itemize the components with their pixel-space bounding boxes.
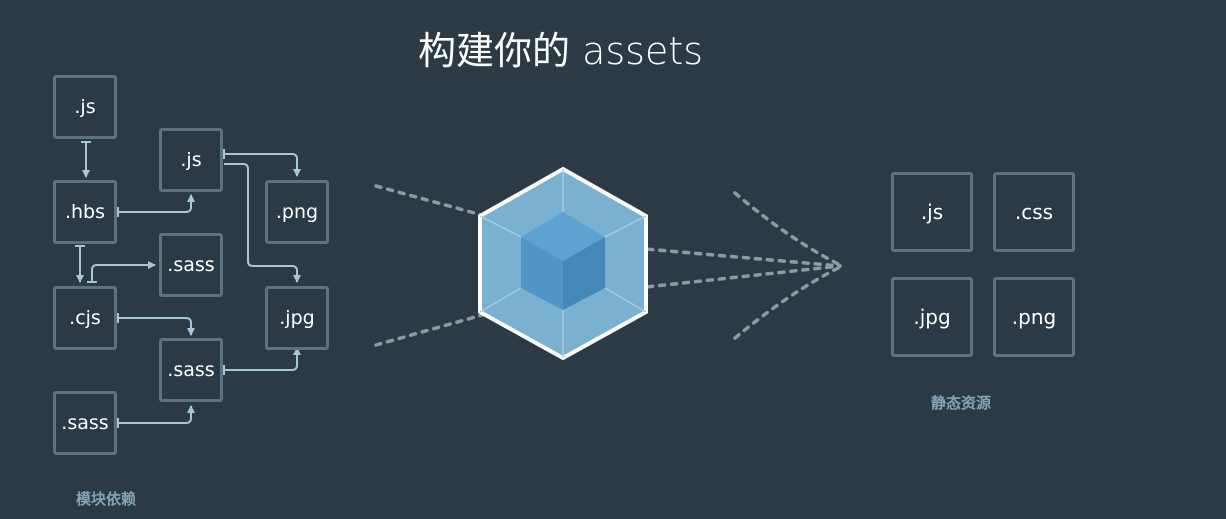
connector-hbs-to-js	[118, 194, 195, 213]
connector-js-to-png	[224, 153, 301, 177]
module-label: .jpg	[279, 307, 315, 329]
dependency-connectors	[75, 141, 301, 428]
asset-jpg: .jpg	[891, 277, 973, 357]
asset-label: .jpg	[913, 305, 951, 329]
module-jpg: .jpg	[265, 286, 329, 350]
module-label: .sass	[61, 412, 109, 434]
module-js-top: .js	[53, 75, 117, 139]
module-label: .sass	[167, 359, 215, 381]
asset-label: .css	[1014, 200, 1054, 224]
module-hbs: .hbs	[53, 180, 117, 244]
asset-js: .js	[891, 172, 973, 252]
asset-label: .png	[1011, 305, 1057, 329]
module-label: .js	[180, 149, 202, 171]
webpack-cube-logo	[478, 166, 648, 361]
connector-cjs-to-sass-top	[91, 261, 156, 282]
module-png: .png	[265, 180, 329, 244]
connector-cjs-to-sass-mid	[118, 317, 195, 336]
module-sass-mid: .sass	[159, 338, 223, 402]
connector-sass-to-sass	[118, 405, 195, 424]
module-label: .sass	[167, 254, 215, 276]
connector-sass-to-jpg	[224, 347, 301, 371]
module-sass-bottom-left: .sass	[53, 391, 117, 455]
module-label: .png	[275, 201, 319, 223]
module-label: .js	[74, 96, 96, 118]
module-cjs: .cjs	[53, 286, 117, 350]
assets-caption: 静态资源	[931, 394, 992, 412]
module-js-mid: .js	[159, 128, 223, 192]
asset-png: .png	[993, 277, 1075, 357]
connector-js-to-jpg	[224, 163, 301, 283]
asset-label: .js	[920, 200, 944, 224]
asset-css: .css	[993, 172, 1075, 252]
module-label: .hbs	[64, 201, 106, 223]
module-sass-top: .sass	[159, 233, 223, 297]
module-label: .cjs	[69, 307, 101, 329]
modules-caption: 模块依赖	[76, 490, 137, 508]
page-title: 构建你的 assets	[418, 29, 704, 73]
